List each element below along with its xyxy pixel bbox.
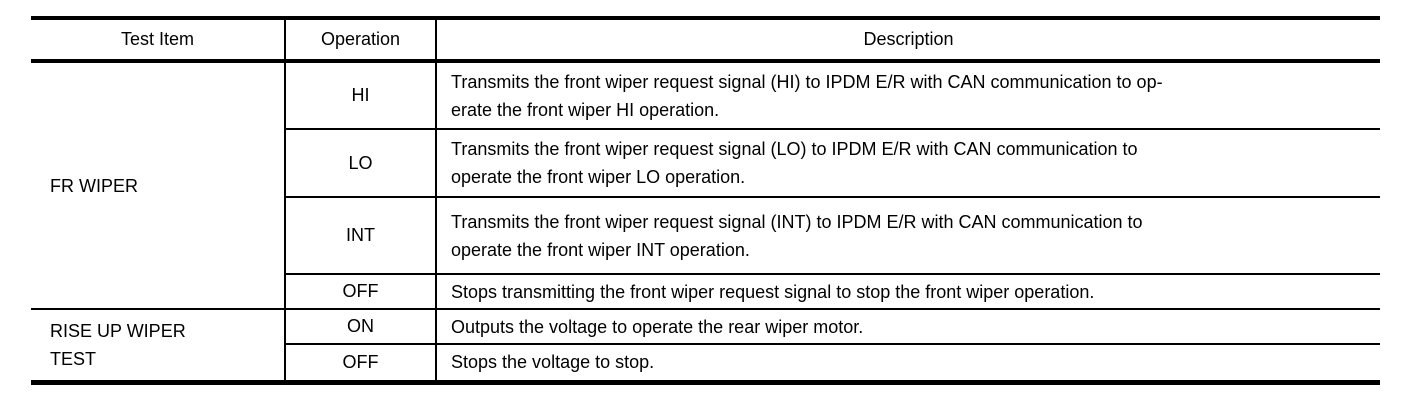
description-cell-on: Outputs the voltage to operate the rear … (436, 308, 1380, 345)
table-row-fr-wiper-lo: LO Transmits the front wiper request sig… (31, 128, 1380, 198)
description-cell-off: Stops transmitting the front wiper reque… (436, 273, 1380, 310)
operation-cell-off2: OFF (284, 343, 437, 383)
table-row-fr-wiper-off: OFF Stops transmitting the front wiper r… (31, 273, 1380, 310)
test-item-cell-rise-up-wiper-test: RISE UP WIPER TEST (31, 308, 285, 383)
operation-cell-lo: LO (284, 128, 437, 198)
table-row-rise-up-on: RISE UP WIPER TEST ON Outputs the voltag… (31, 308, 1380, 383)
description-cell-off2: Stops the voltage to stop. (436, 343, 1380, 383)
wiper-test-item-table: Test Item Operation Description FR WIPER… (31, 16, 1380, 385)
description-cell-int: Transmits the front wiper request signal… (436, 196, 1380, 275)
operation-cell-off: OFF (284, 273, 437, 310)
operation-cell-hi: HI (284, 60, 437, 130)
description-cell-lo: Transmits the front wiper request signal… (436, 128, 1380, 198)
column-header-operation: Operation (284, 18, 437, 63)
test-item-cell-fr-wiper: FR WIPER (31, 60, 285, 310)
table-row-rise-up-off: OFF Stops the voltage to stop. (31, 343, 1380, 383)
operation-cell-on: ON (284, 308, 437, 345)
table-row-fr-wiper-int: INT Transmits the front wiper request si… (31, 196, 1380, 275)
description-cell-hi: Transmits the front wiper request signal… (436, 60, 1380, 130)
table-header-row: Test Item Operation Description (31, 18, 1380, 63)
table-row-fr-wiper-hi: FR WIPER HI Transmits the front wiper re… (31, 60, 1380, 310)
column-header-test-item: Test Item (31, 18, 285, 63)
column-header-description: Description (436, 18, 1380, 63)
operation-cell-int: INT (284, 196, 437, 275)
